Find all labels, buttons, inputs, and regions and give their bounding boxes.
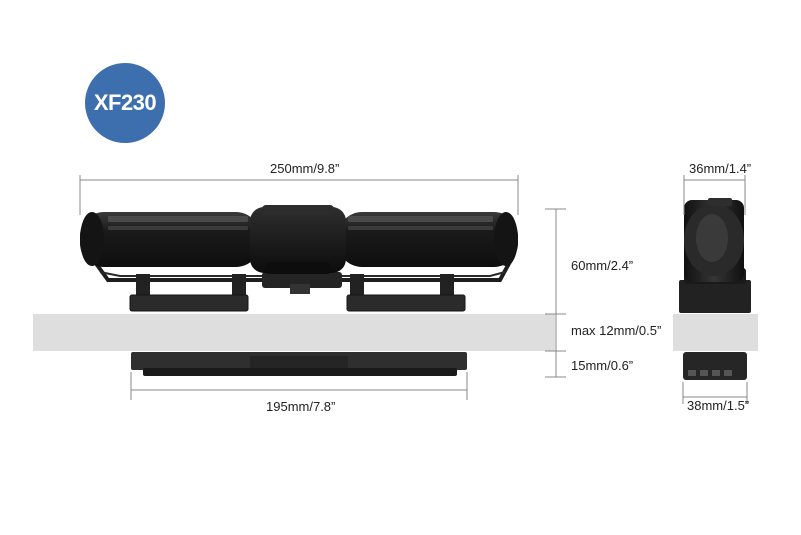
model-badge: XF230: [85, 63, 165, 143]
glass-panel-front: [33, 314, 555, 351]
dimension-lines: [79, 175, 748, 404]
dim-glass-thickness: max 12mm/0.5”: [571, 323, 662, 338]
outer-mount-front: [131, 352, 467, 376]
glass-panel-side: [673, 314, 758, 351]
model-name: XF230: [93, 90, 157, 115]
pump-side-view: [679, 198, 751, 380]
dim-total-length: 250mm/9.8”: [270, 161, 340, 176]
dim-side-bottom-width: 38mm/1.5”: [687, 398, 750, 413]
dim-side-top-width: 36mm/1.4”: [689, 161, 752, 176]
dim-outer-mount-height: 15mm/0.6”: [571, 358, 634, 373]
pump-front-view: [80, 205, 518, 312]
dim-mount-length: 195mm/7.8”: [266, 399, 336, 414]
dim-height: 60mm/2.4”: [571, 258, 634, 273]
